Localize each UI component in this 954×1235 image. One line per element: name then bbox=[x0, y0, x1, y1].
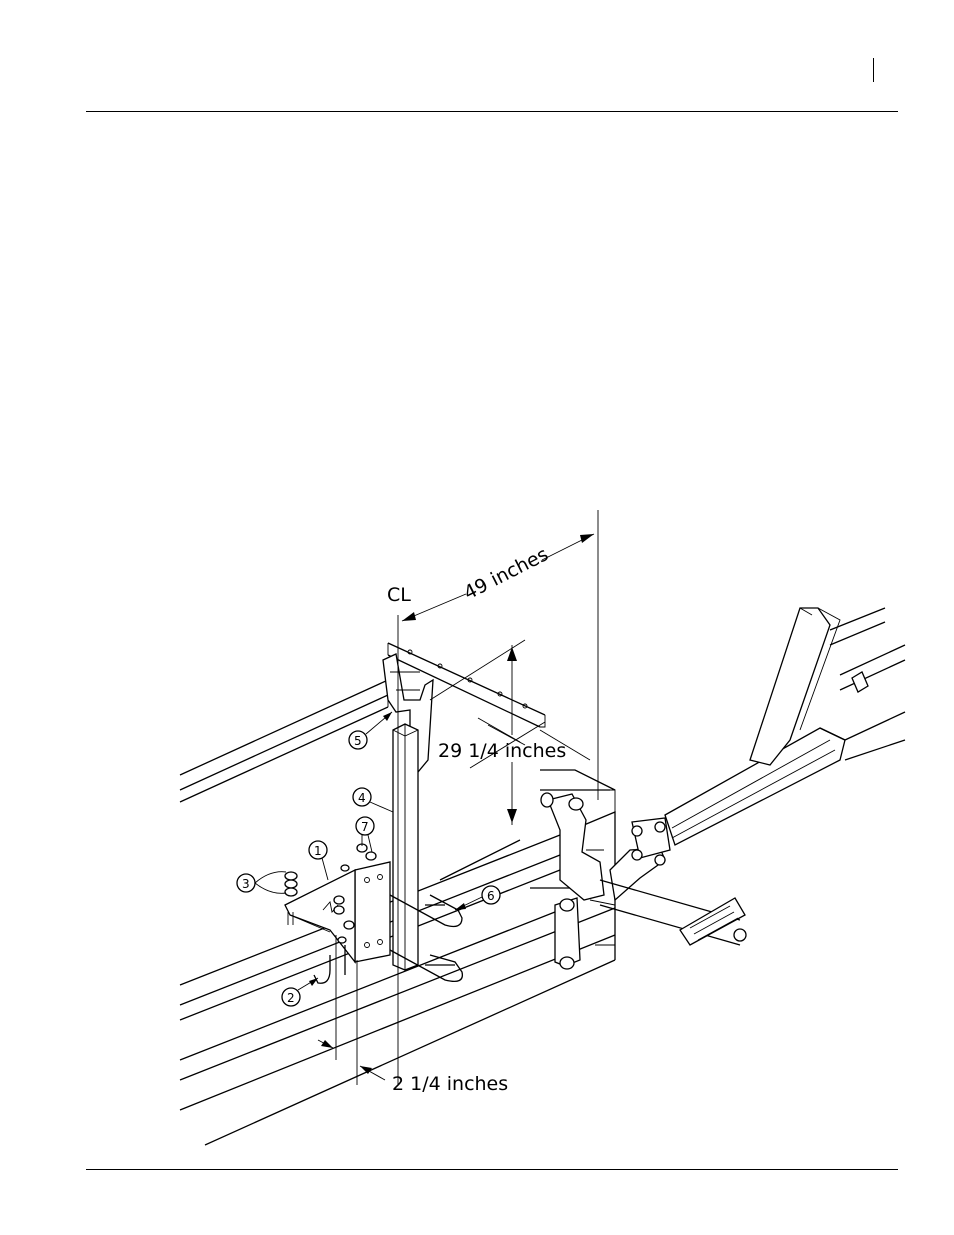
callout-2: 2 bbox=[282, 978, 318, 1006]
svg-text:1: 1 bbox=[314, 844, 322, 858]
svg-text:2: 2 bbox=[287, 991, 295, 1005]
callout-1: 1 bbox=[309, 841, 328, 880]
dimension-2-1-4-inches: 2 1/4 inches bbox=[392, 1073, 508, 1095]
callout-3: 3 bbox=[237, 872, 286, 894]
callout-5: 5 bbox=[349, 712, 392, 749]
svg-text:4: 4 bbox=[358, 791, 366, 805]
centerline-symbol: CL bbox=[387, 584, 411, 606]
callout-6: 6 bbox=[455, 886, 500, 910]
dimension-49-inches: 49 inches bbox=[460, 543, 552, 604]
footer-rule bbox=[86, 1169, 898, 1170]
svg-text:7: 7 bbox=[361, 820, 369, 834]
hitch-arm bbox=[600, 728, 845, 945]
centerline-label: CL bbox=[387, 584, 411, 606]
frame-right bbox=[830, 608, 905, 760]
svg-text:5: 5 bbox=[354, 734, 362, 748]
callout-4: 4 bbox=[353, 788, 393, 812]
svg-text:3: 3 bbox=[242, 877, 250, 891]
dimension-29-1-4-inches: 29 1/4 inches bbox=[438, 740, 566, 762]
svg-text:6: 6 bbox=[487, 889, 495, 903]
vertical-tube-item-4 bbox=[393, 724, 418, 970]
